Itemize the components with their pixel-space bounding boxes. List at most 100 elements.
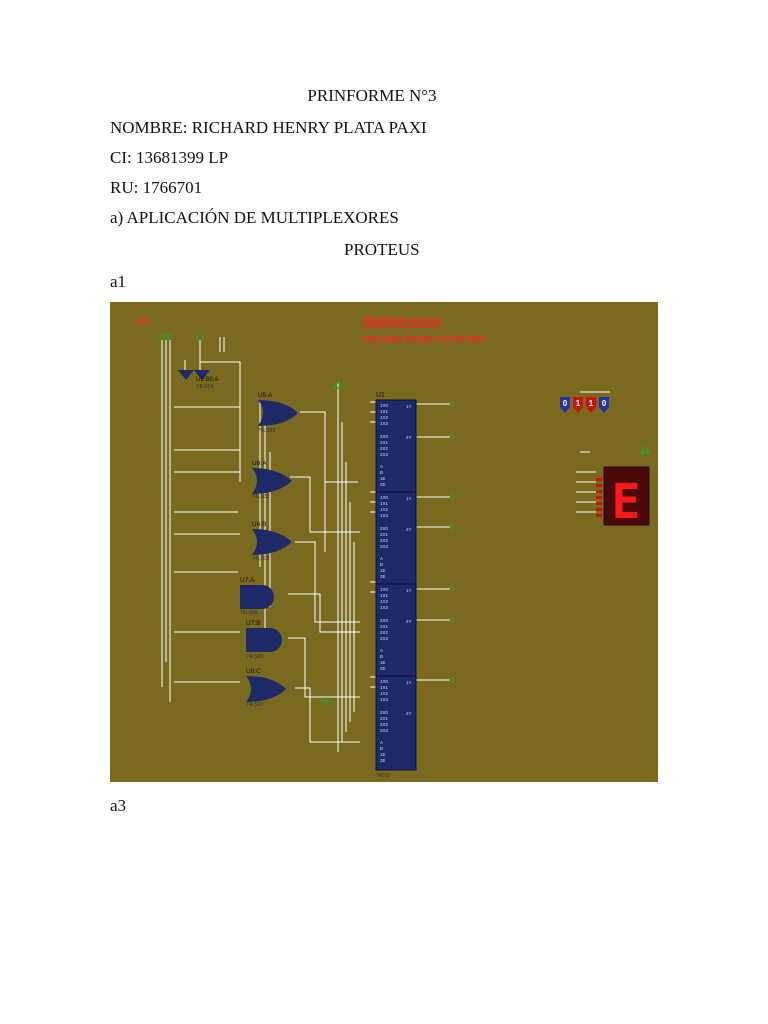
svg-text:1X0: 1X0 (380, 495, 389, 500)
svg-text:1X1: 1X1 (380, 501, 389, 506)
svg-text:1X3: 1X3 (380, 513, 389, 518)
svg-text:2E: 2E (380, 574, 386, 579)
ic-label: U1 (376, 392, 385, 399)
svg-text:1E: 1E (380, 568, 386, 573)
svg-text:2X0: 2X0 (380, 710, 389, 715)
gate-u6b: U6:B 74LS08 (252, 521, 292, 562)
section-heading: a) APLICACIÓN DE MULTIPLEXORES (110, 208, 399, 227)
svg-text:1X1: 1X1 (380, 409, 389, 414)
student-ru: RU: 1766701 (110, 178, 203, 197)
svg-text:1X0: 1X0 (380, 679, 389, 684)
schematic-author: RICHARD HENRY PLATA PAXI (364, 334, 486, 344)
display-char: E (612, 474, 641, 530)
student-name: NOMBRE: RICHARD HENRY PLATA PAXI (110, 118, 427, 137)
svg-text:A: A (380, 464, 383, 469)
svg-text:1E: 1E (380, 752, 386, 757)
svg-text:2X3: 2X3 (380, 452, 389, 457)
svg-text:B: B (380, 654, 383, 659)
svg-text:2X0: 2X0 (380, 526, 389, 531)
inverter-part: 74LS14 (196, 384, 213, 390)
gate-part: 74LS08 (252, 556, 269, 562)
inverter-symbol: U9:B8:A 74LS14 (178, 370, 218, 390)
gate-ref: U5:A (258, 392, 273, 399)
gate-ref: U7:B (246, 620, 260, 627)
figure-label-a3: a3 (110, 796, 127, 815)
svg-text:2Y: 2Y (406, 619, 412, 624)
proteus-schematic-image: a1) Multiplexores RICHARD HENRY PLATA PA… (110, 302, 658, 782)
gate-part: 74LS32 (252, 494, 269, 500)
svg-text:1Y: 1Y (406, 588, 412, 593)
svg-text:2Y: 2Y (406, 435, 412, 440)
logic-probes: 0 1 1 0 (560, 397, 609, 413)
svg-text:A: A (380, 556, 383, 561)
svg-text:B: B (380, 562, 383, 567)
svg-text:1X2: 1X2 (380, 691, 389, 696)
svg-text:B: B (380, 470, 383, 475)
svg-text:1X1: 1X1 (380, 593, 389, 598)
power-symbols (320, 380, 651, 707)
svg-text:2X3: 2X3 (380, 728, 389, 733)
input-pins (159, 334, 203, 340)
svg-text:1E: 1E (380, 660, 386, 665)
svg-text:2X1: 2X1 (380, 716, 389, 721)
svg-text:1Y: 1Y (406, 496, 412, 501)
svg-text:1X3: 1X3 (380, 421, 389, 426)
svg-text:2X1: 2X1 (380, 440, 389, 445)
gate-u8c: U8:C 74LS32 (246, 668, 286, 708)
svg-text:2X2: 2X2 (380, 538, 389, 543)
svg-text:1X3: 1X3 (380, 697, 389, 702)
svg-text:2X1: 2X1 (380, 532, 389, 537)
inverter-ref: U9:B8:A (196, 377, 218, 383)
gate-u6a: U6:A 74LS32 (252, 460, 292, 500)
gate-part: 74LS08 (240, 610, 257, 616)
gate-part: 74LS08 (246, 654, 263, 660)
svg-text:1X2: 1X2 (380, 415, 389, 420)
svg-text:1X1: 1X1 (380, 685, 389, 690)
svg-text:1E: 1E (380, 476, 386, 481)
student-ci: CI: 13681399 LP (110, 148, 229, 167)
gate-part: 74LS32 (246, 702, 263, 708)
svg-text:2Y: 2Y (406, 711, 412, 716)
gate-u5a: U5:A 74LS86 (258, 392, 298, 434)
probe-value: 0 (563, 399, 568, 408)
svg-text:2X3: 2X3 (380, 636, 389, 641)
schematic-heading: Multiplexores (364, 314, 442, 328)
probe-value: 1 (589, 399, 594, 408)
svg-text:1X2: 1X2 (380, 599, 389, 604)
svg-text:1Y: 1Y (406, 404, 412, 409)
gate-u7a: U7:A 74LS08 (240, 577, 274, 616)
svg-text:A: A (380, 740, 383, 745)
svg-text:1X0: 1X0 (380, 403, 389, 408)
svg-text:A: A (380, 648, 383, 653)
svg-text:1X0: 1X0 (380, 587, 389, 592)
probe-value: 1 (576, 399, 581, 408)
svg-text:2X1: 2X1 (380, 624, 389, 629)
gate-ref: U7:A (240, 577, 255, 584)
document-title: PRINFORME N°3 (307, 86, 437, 105)
schematic-tag: a1) (136, 316, 149, 326)
svg-text:1X3: 1X3 (380, 605, 389, 610)
figure-label-a1: a1 (110, 272, 127, 291)
svg-text:2E: 2E (380, 482, 386, 487)
svg-text:2X2: 2X2 (380, 630, 389, 635)
svg-text:2Y: 2Y (406, 527, 412, 532)
svg-text:2E: 2E (380, 666, 386, 671)
svg-text:1X2: 1X2 (380, 507, 389, 512)
svg-text:2E: 2E (380, 758, 386, 763)
subsection-heading: PROTEUS (344, 240, 420, 259)
svg-text:2X2: 2X2 (380, 446, 389, 451)
svg-text:2X3: 2X3 (380, 544, 389, 549)
gate-ref: U6:B (252, 521, 266, 528)
probe-value: 0 (602, 399, 607, 408)
svg-text:2X0: 2X0 (380, 434, 389, 439)
gate-part: 74LS86 (258, 428, 275, 434)
svg-text:2X2: 2X2 (380, 722, 389, 727)
svg-text:2X0: 2X0 (380, 618, 389, 623)
gate-ref: U6:A (252, 460, 267, 467)
svg-text:B: B (380, 746, 383, 751)
gate-ref: U8:C (246, 668, 261, 675)
gate-u7b: U7:B 74LS08 (246, 620, 282, 660)
seven-segment-display: E (596, 466, 650, 530)
svg-text:1Y: 1Y (406, 680, 412, 685)
